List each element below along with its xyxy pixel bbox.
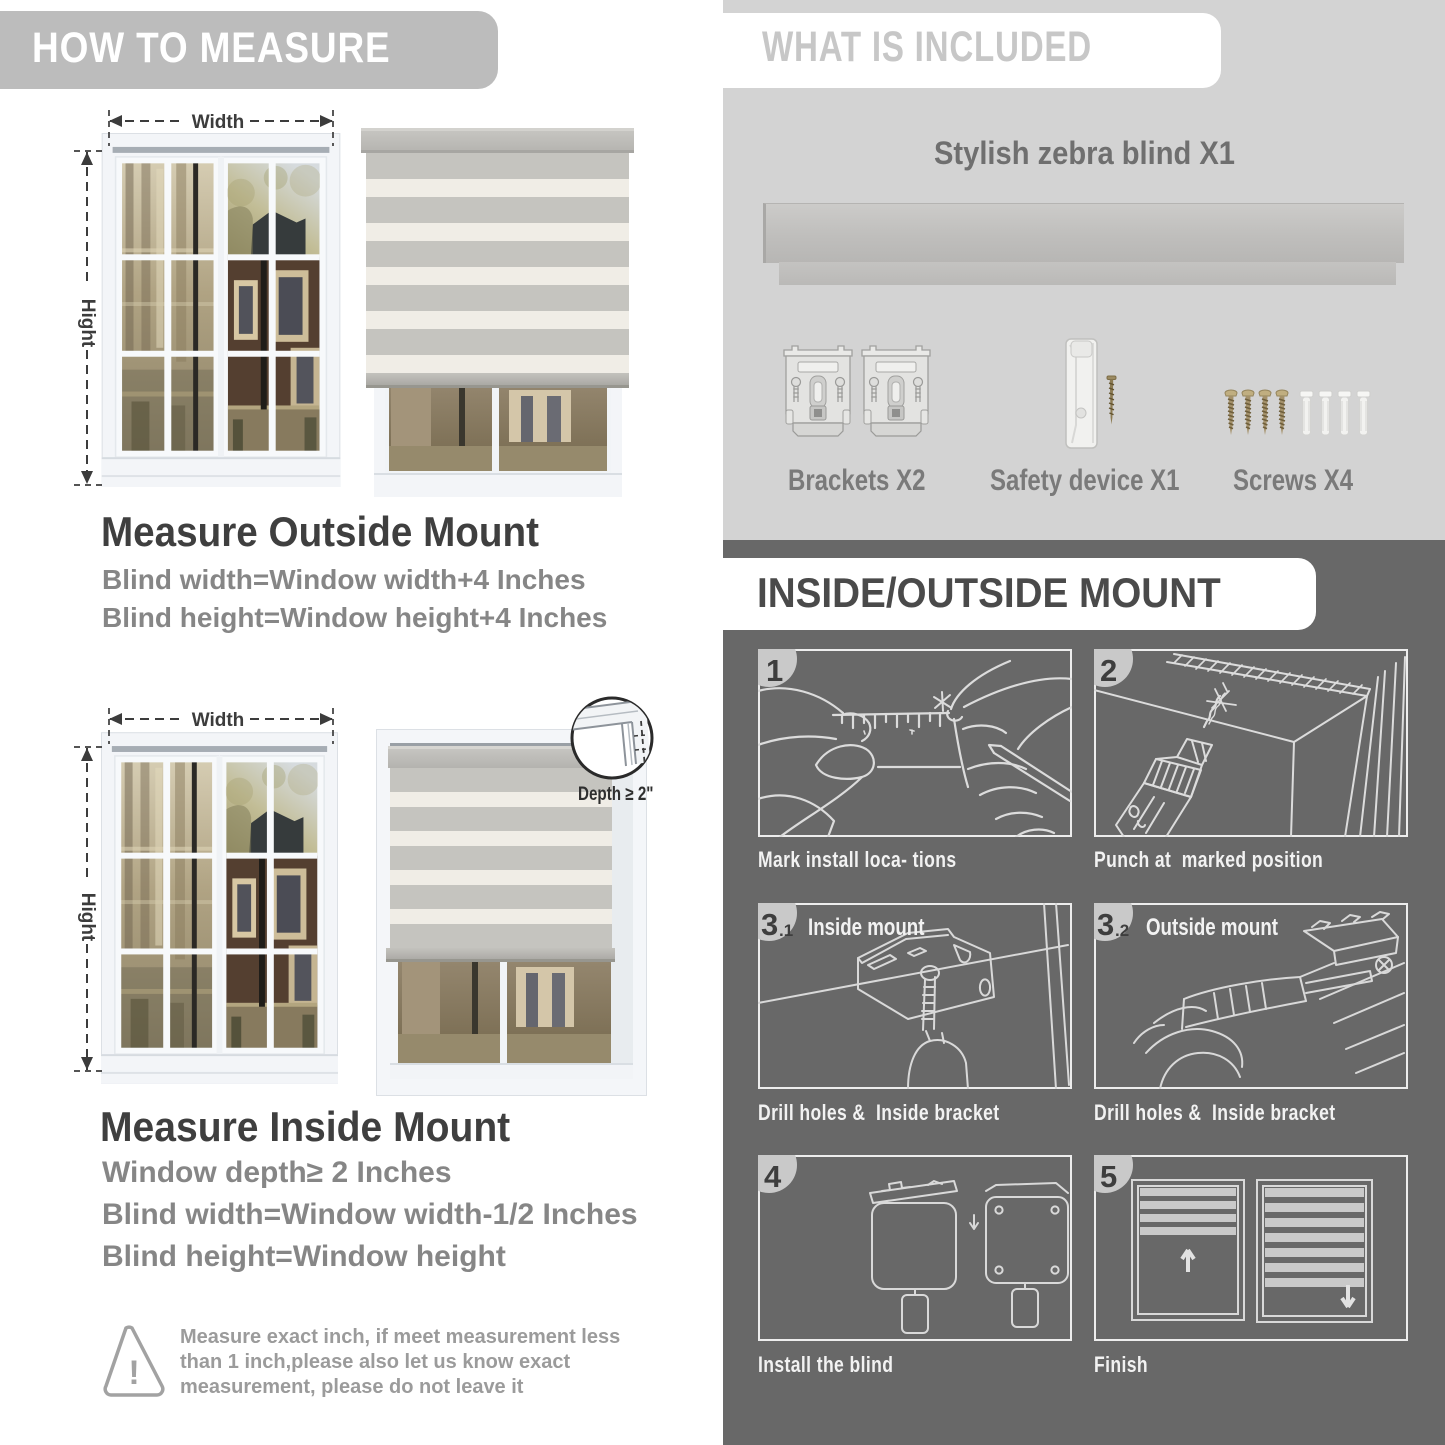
svg-text:Hight: Hight (77, 299, 98, 348)
svg-text:3: 3 (761, 907, 778, 942)
svg-text:1: 1 (766, 653, 783, 688)
svg-text:4: 4 (764, 1159, 782, 1194)
svg-text:Inside mount: Inside mount (808, 914, 924, 941)
svg-text:.2: .2 (1115, 921, 1129, 940)
svg-text:Width: Width (192, 112, 245, 133)
svg-text:!: ! (128, 1354, 139, 1392)
svg-text:Width: Width (192, 710, 245, 731)
svg-text:Hight: Hight (77, 893, 98, 942)
svg-text:Outside mount: Outside mount (1146, 914, 1278, 941)
svg-text:3: 3 (1097, 907, 1114, 942)
svg-text:5: 5 (1100, 1159, 1117, 1194)
svg-text:.1: .1 (779, 921, 793, 940)
svg-text:2: 2 (1100, 653, 1117, 688)
